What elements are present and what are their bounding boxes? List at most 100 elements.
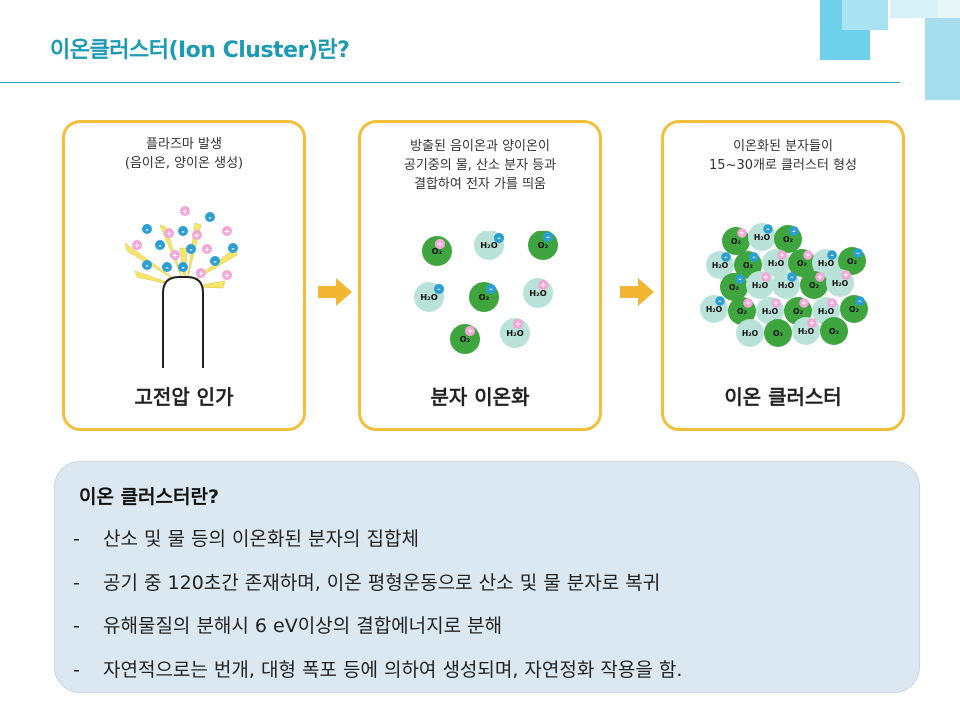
svg-text:-: - (231, 244, 234, 253)
ion-sign: - (489, 284, 492, 294)
ion-sign: - (718, 297, 721, 306)
molecule-formula: O₂ (793, 307, 803, 316)
arrow-right-icon (318, 278, 352, 306)
oxygen-molecule: O₂- (720, 273, 748, 301)
pos-ion: + (170, 250, 180, 260)
neg-ion: - (787, 272, 797, 282)
corner-decoration (820, 0, 960, 100)
molecule-formula: H₂O (778, 281, 795, 290)
title-divider (0, 82, 900, 83)
pos-ion: + (827, 298, 837, 308)
molecule-formula: H₂O (706, 305, 723, 314)
ion-sign: - (766, 225, 769, 234)
ions-cloud: - - - - - - - - - - + + + + + + + + + (132, 206, 238, 280)
molecule-formula: H₂O (832, 279, 849, 288)
oxygen-molecule: O₂ (764, 319, 792, 347)
molecule-formula: H₂O (818, 307, 835, 316)
bullet-dash: - (73, 615, 80, 637)
neg-ion: - (855, 296, 865, 306)
neg-ion: - (162, 262, 172, 272)
ion-cluster-definition-box: 이온 클러스터란? -산소 및 물 등의 이온화된 분자의 집합체 -공기 중 … (54, 461, 920, 693)
molecule-formula: O₂ (731, 237, 741, 246)
ion-sign: + (779, 251, 785, 260)
ionized-molecules: O₂+H₂O-O₂-H₂O-O₂-H₂O+O₂+H₂O+ (414, 231, 558, 354)
ion-sign: - (497, 233, 500, 243)
pos-ion: + (512, 319, 524, 330)
definition-item: -산소 및 물 등의 이온화된 분자의 집합체 (73, 524, 419, 551)
definition-item: -공기 중 120초간 존재하며, 이온 평형운동으로 산소 및 물 분자로 복… (73, 568, 660, 595)
definition-item-text: 유해물질의 분해시 6 eV이상의 결합에너지로 분해 (103, 615, 503, 637)
oxygen-molecule: O₂+ (728, 297, 756, 325)
definition-title: 이온 클러스터란? (79, 486, 219, 508)
oxygen-molecule: O₂- (528, 231, 558, 260)
water-molecule: H₂O+ (756, 297, 784, 325)
water-molecule: H₂O+ (826, 269, 854, 297)
electrode (162, 276, 204, 368)
water-molecule: H₂O- (812, 249, 840, 277)
pos-ion: + (761, 272, 771, 282)
pos-ion: + (434, 239, 446, 250)
panel-ionization: 방출된 음이온과 양이온이 공기중의 물, 산소 분자 등과 결합하여 전자 가… (358, 120, 602, 431)
ion-sign: + (467, 326, 474, 336)
molecule-formula: O₂ (460, 334, 471, 344)
water-molecule: H₂O- (772, 271, 800, 299)
neg-ion: - (789, 226, 799, 236)
molecule-formula: O₂ (538, 240, 549, 250)
svg-text:-: - (158, 241, 161, 250)
ion-sign: + (540, 280, 547, 290)
ion-sign: + (745, 299, 751, 308)
pos-ion: + (815, 272, 825, 282)
ion-sign: + (763, 273, 769, 282)
neg-ion: - (853, 248, 863, 258)
molecule-formula: H₂O (529, 288, 547, 298)
ion-sign: + (801, 299, 807, 308)
molecule-formula: H₂O (420, 292, 438, 302)
ion-sign: - (830, 251, 833, 260)
pos-ion: + (743, 298, 753, 308)
plasma-electrode-illustration: - - - - - - - - - - + + + + + + + + + (124, 206, 238, 368)
oxygen-molecule: O₂- (840, 295, 868, 323)
ion-sign: + (773, 299, 779, 308)
definition-item-text: 자연적으로는 번개, 대형 폭포 등에 의하여 생성되며, 자연정화 작용을 함… (103, 659, 683, 681)
molecule-formula: O₂ (797, 259, 807, 268)
pos-ion: + (737, 228, 747, 238)
ion-sign: - (738, 275, 741, 284)
panel-3-label: 이온 클러스터 (724, 385, 842, 409)
ion-sign: - (790, 273, 793, 282)
molecule-formula: H₂O (752, 281, 769, 290)
pos-ion: + (803, 250, 813, 260)
definition-item-text: 공기 중 120초간 존재하며, 이온 평형운동으로 산소 및 물 분자로 복귀 (103, 572, 661, 594)
molecule-formula: O₂ (829, 327, 839, 336)
pos-ion: + (222, 270, 232, 280)
neg-ion: - (721, 252, 731, 262)
definition-item-text: 산소 및 물 등의 이온화된 분자의 집합체 (103, 528, 419, 550)
neg-ion: - (210, 256, 220, 266)
neg-ion: - (542, 232, 554, 243)
oxygen-molecule: O₂- (774, 225, 802, 253)
water-molecule: H₂O- (706, 251, 734, 279)
svg-text:-: - (181, 227, 184, 236)
neg-ion: - (186, 244, 196, 254)
molecule-formula: O₂ (743, 261, 753, 270)
pos-ion: + (192, 230, 202, 240)
svg-text:-: - (181, 263, 184, 272)
svg-text:-: - (213, 257, 216, 266)
oxygen-molecule: O₂+ (722, 227, 750, 255)
ion-sign: + (515, 319, 522, 329)
molecule-formula: O₂ (773, 329, 783, 338)
neg-ion: - (205, 212, 215, 222)
oxygen-molecule: O₂- (469, 282, 499, 312)
ion-sign: + (829, 299, 835, 308)
oxygen-molecule: O₂+ (800, 271, 828, 299)
ion-sign: - (856, 249, 859, 258)
svg-text:+: + (182, 207, 189, 216)
water-molecule: H₂O+ (523, 278, 553, 308)
molecule-formula: H₂O (480, 240, 498, 250)
pos-ion: + (196, 268, 206, 278)
svg-text:+: + (172, 251, 179, 260)
molecule-formula: H₂O (762, 307, 779, 316)
svg-text:+: + (166, 229, 173, 238)
water-molecule: H₂O+ (746, 271, 774, 299)
panel-1-caption-line-2: (음이온, 양이온 생성) (124, 156, 244, 171)
neg-ion: - (155, 240, 165, 250)
